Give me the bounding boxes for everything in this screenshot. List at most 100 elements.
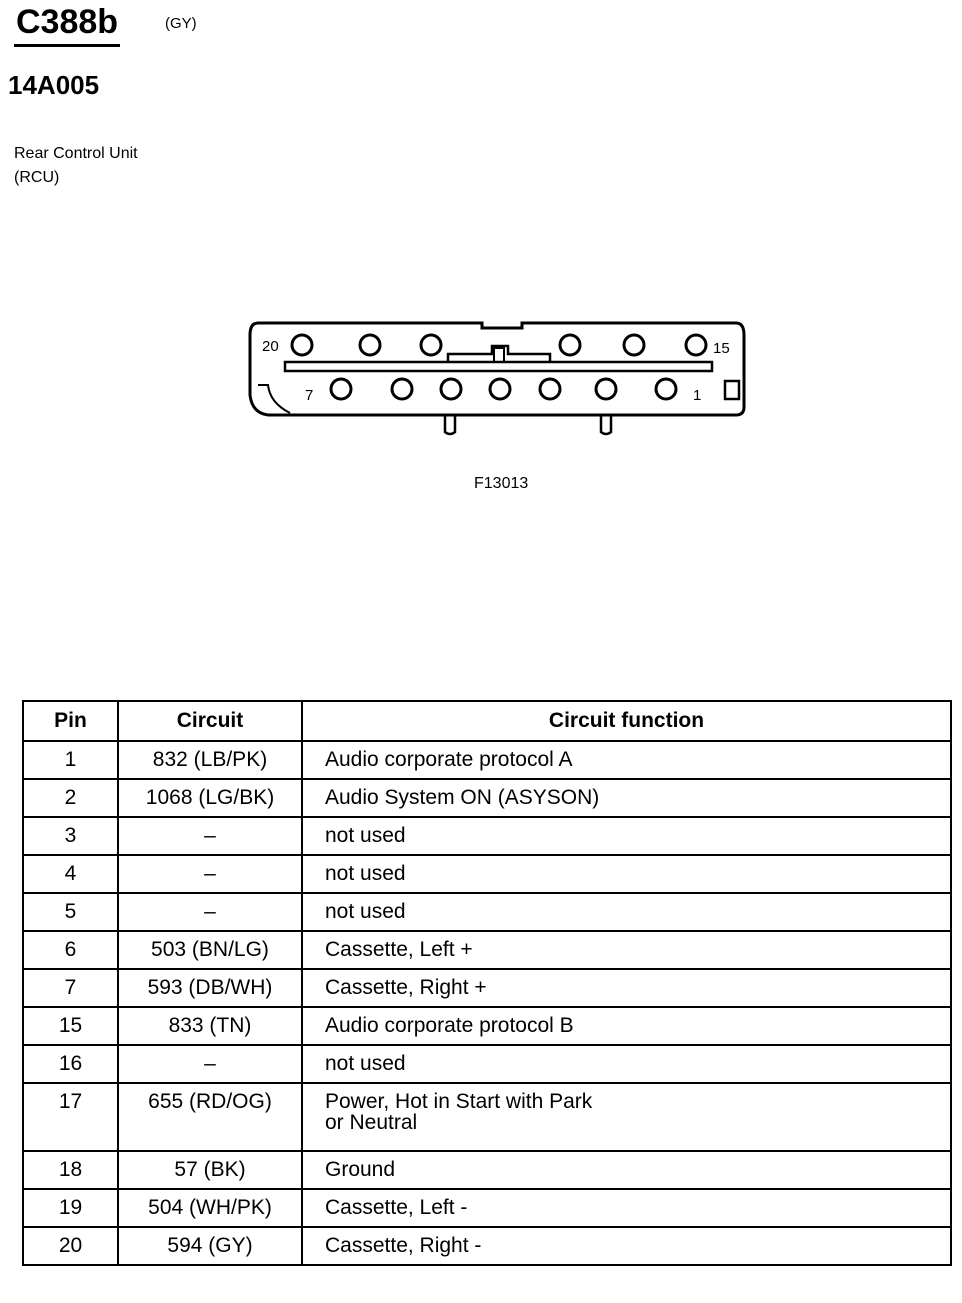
cell-circuit-function-text: not used [325,1052,406,1075]
cell-circuit-function: Cassette, Right - [301,1226,952,1266]
label-pin-1: 1 [693,387,701,404]
cell-pin-text: 16 [58,1052,83,1075]
cell-circuit: – [117,854,303,894]
table-row: 7 593 (DB/WH) Cassette, Right + [22,968,952,1008]
table-row: 5 – not used [22,892,952,932]
cell-circuit-function-text: not used [325,824,406,847]
cell-circuit-function-text: Cassette, Right - [325,1234,482,1257]
cell-circuit: 833 (TN) [117,1006,303,1046]
table-header-row: Pin Circuit Circuit function [22,700,952,742]
connector-housing [248,321,746,417]
pin-17 [558,333,582,357]
cell-circuit-function: not used [301,892,952,932]
connector-face-diagram: 20 15 7 1 [248,321,746,436]
cell-circuit-text: 593 (DB/WH) [147,976,273,999]
pin-2 [594,377,618,401]
pin-7 [329,377,353,401]
cell-pin: 17 [22,1082,119,1152]
housing-bevel [258,384,291,414]
cell-circuit-function-text: Cassette, Right + [325,976,487,999]
table-row: 15 833 (TN) Audio corporate protocol B [22,1006,952,1046]
cell-pin: 15 [22,1006,119,1046]
component-name-line1: Rear Control Unit [14,145,138,162]
pin-4 [488,377,512,401]
cell-circuit-function-text: Audio corporate protocol B [325,1014,574,1037]
cell-circuit-function: Audio corporate protocol A [301,740,952,780]
cell-circuit: 504 (WH/PK) [117,1188,303,1228]
cell-circuit-function: Audio corporate protocol B [301,1006,952,1046]
cell-circuit: 832 (LB/PK) [117,740,303,780]
cell-circuit-text: 57 (BK) [174,1158,246,1181]
cell-circuit-function: Cassette, Left + [301,930,952,970]
pin-5 [439,377,463,401]
pin-1 [654,377,678,401]
cell-circuit: – [117,1044,303,1084]
header-pin: Pin [22,700,119,742]
cell-pin-text: 18 [58,1158,83,1181]
cell-circuit-function: not used [301,854,952,894]
cell-circuit: 1068 (LG/BK) [117,778,303,818]
cell-pin: 16 [22,1044,119,1084]
table-row: 4 –not used [22,854,952,894]
pin-3 [538,377,562,401]
table-row: 6 503 (BN/LG) Cassette, Left + [22,930,952,970]
cell-circuit-function: Ground [301,1150,952,1190]
component-name-line2: (RCU) [14,169,60,186]
cell-pin: 3 [22,816,119,856]
label-pin-15: 15 [713,340,730,357]
cell-pin-text: 17 [58,1090,83,1113]
cell-circuit-text: 504 (WH/PK) [148,1196,272,1219]
housing-latch [723,379,741,401]
table-row: 20 594 (GY) Cassette, Right - [22,1226,952,1266]
pin-16 [622,333,646,357]
cell-pin-text: 6 [64,938,77,961]
cell-circuit-function: Power, Hot in Start with Park or Neutral [301,1082,952,1152]
cell-pin-text: 2 [64,786,77,809]
cell-circuit-text: – [204,900,216,923]
table-row: 2 1068 (LG/BK) Audio System ON (ASYSON) [22,778,952,818]
cell-circuit-function-text: Audio System ON (ASYSON) [325,786,600,809]
cell-circuit: 57 (BK) [117,1150,303,1190]
header-circuit: Circuit [117,700,303,742]
cell-pin: 2 [22,778,119,818]
cell-pin-text: 3 [64,824,77,847]
cell-circuit-text: 832 (LB/PK) [152,748,268,771]
cell-circuit-function-text: Power, Hot in Start with Park or Neutral [325,1090,593,1134]
cell-pin-text: 19 [58,1196,83,1219]
cell-pin: 1 [22,740,119,780]
cell-pin-text: 4 [64,862,77,885]
cell-pin: 20 [22,1226,119,1266]
label-pin-7: 7 [305,387,313,404]
pin-18 [419,333,443,357]
cell-circuit: – [117,816,303,856]
figure-code: F13013 [474,475,529,492]
connector-color: (GY) [165,15,197,32]
cell-pin-text: 20 [58,1234,83,1257]
cell-pin: 4 [22,854,119,894]
cell-pin-text: 7 [64,976,77,999]
cell-circuit-function-text: not used [325,900,406,923]
cell-circuit-function-text: Audio corporate protocol A [325,748,573,771]
cell-pin: 6 [22,930,119,970]
cell-pin: 19 [22,1188,119,1228]
center-key-slot [493,347,505,363]
label-pin-20: 20 [262,338,279,355]
table-row: 18 57 (BK) Ground [22,1150,952,1190]
cell-circuit-text: 1068 (LG/BK) [145,786,275,809]
cell-circuit-text: 594 (GY) [167,1234,253,1257]
cell-circuit-function: not used [301,816,952,856]
cell-circuit-text: 833 (TN) [168,1014,252,1037]
cell-pin: 18 [22,1150,119,1190]
cell-circuit-text: – [204,824,216,847]
component-name: Rear Control Unit (RCU) [14,142,138,190]
pin-19 [358,333,382,357]
cell-pin: 5 [22,892,119,932]
cell-circuit-function-text: Ground [325,1158,396,1181]
pin-15 [684,333,708,357]
center-key-notch [446,344,552,362]
cell-pin-text: 1 [64,748,77,771]
cell-circuit-text: 503 (BN/LG) [151,938,269,961]
cell-circuit: 593 (DB/WH) [117,968,303,1008]
